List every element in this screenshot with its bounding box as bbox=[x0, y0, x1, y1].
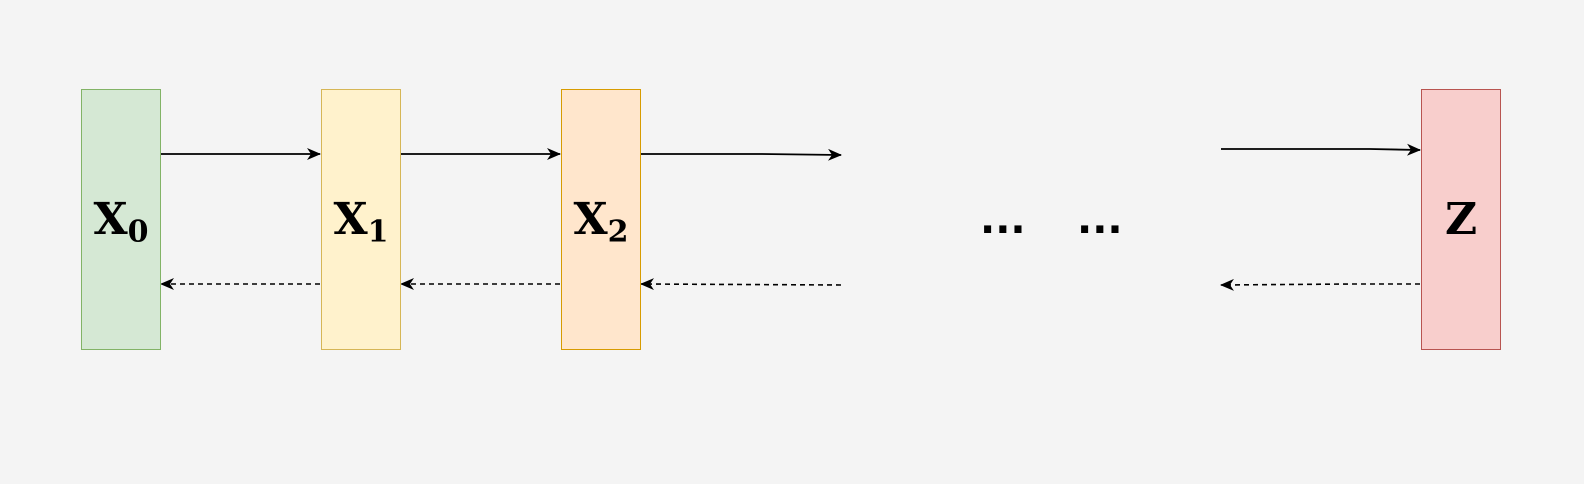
forward-arrow-in-z bbox=[1221, 143, 1421, 156]
backward-arrow-z-out bbox=[1220, 278, 1420, 291]
backward-arrow-in-x2 bbox=[640, 278, 842, 291]
node-z: Z bbox=[1421, 89, 1501, 350]
node-z-label: Z bbox=[1444, 193, 1478, 245]
ellipsis-right: ... bbox=[1077, 197, 1123, 243]
node-x1-label: X1 bbox=[333, 193, 389, 249]
node-x0: X0 bbox=[81, 89, 161, 350]
node-x1: X1 bbox=[321, 89, 401, 350]
forward-arrow-x2-out bbox=[641, 148, 842, 161]
node-x2-label: X2 bbox=[573, 193, 629, 249]
node-x2: X2 bbox=[561, 89, 641, 350]
node-x0-label: X0 bbox=[93, 193, 149, 249]
ellipsis-left: ... bbox=[980, 197, 1026, 243]
